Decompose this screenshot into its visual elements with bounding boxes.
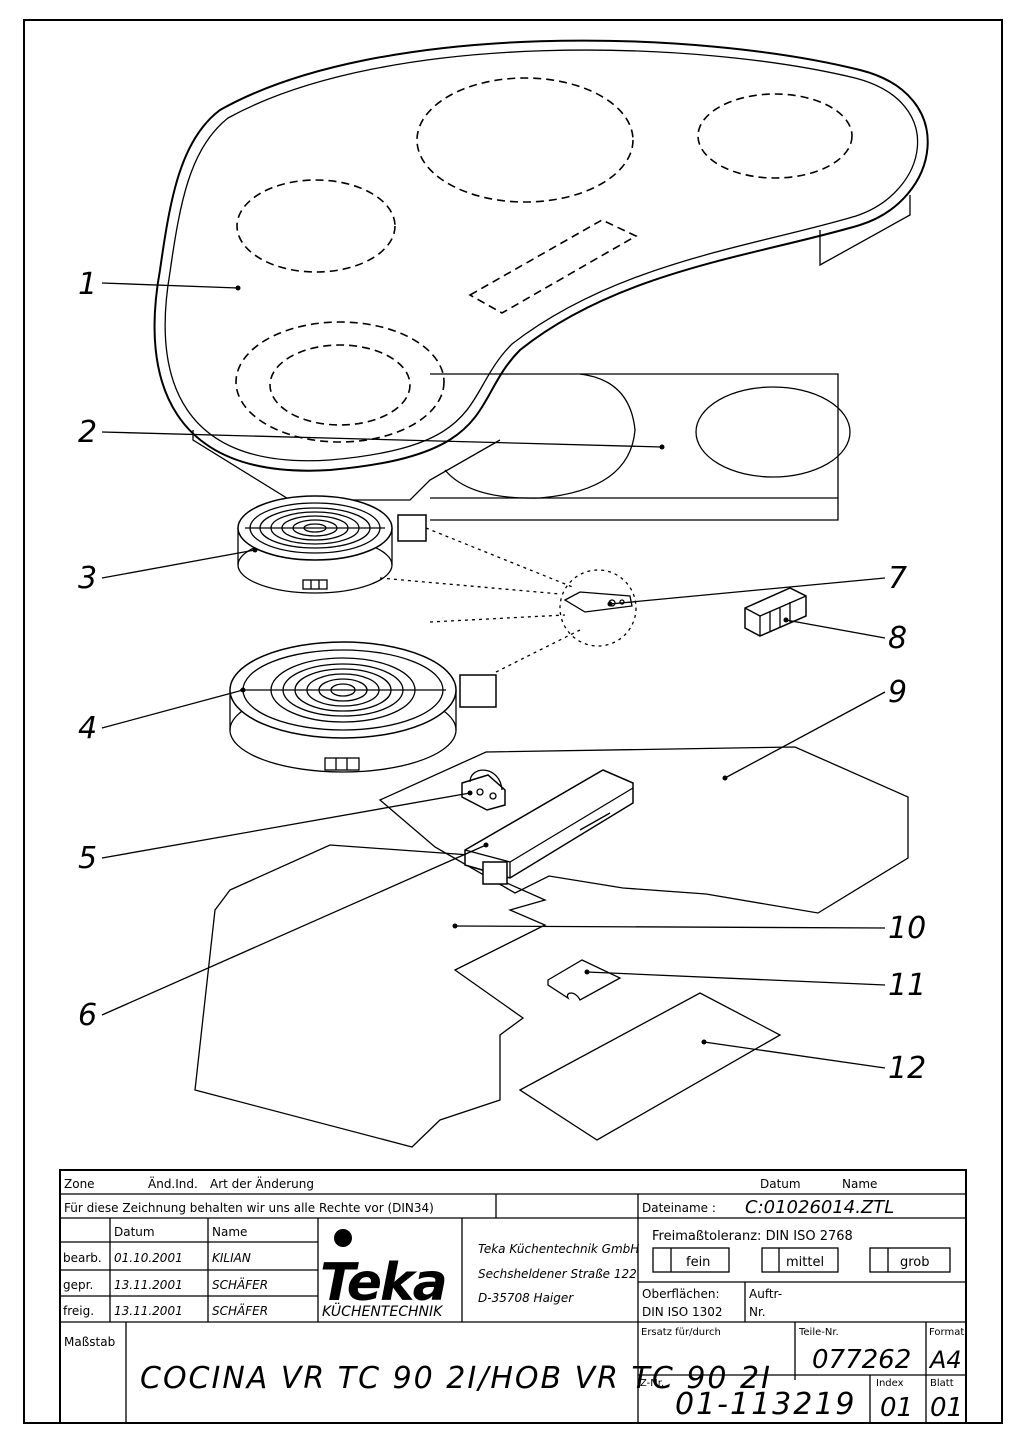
format-value: A4	[928, 1346, 962, 1374]
replacement-label: Ersatz für/durch	[641, 1327, 721, 1338]
part-8-terminal-block	[744, 587, 807, 637]
col-date-label: Datum	[114, 1225, 155, 1239]
part-12-bottom-plate	[518, 992, 782, 1141]
col-name-label: Name	[212, 1225, 247, 1239]
callout-6: 6	[78, 998, 97, 1033]
index-value: 01	[880, 1393, 913, 1423]
scale-label: Maßstab	[64, 1335, 115, 1349]
row-label-freig: freig.	[63, 1304, 94, 1318]
change-type-label: Art der Änderung	[210, 1176, 314, 1191]
logo-subtext: KÜCHENTECHNIK	[322, 1302, 444, 1320]
row-name-bearb: KILIAN	[212, 1251, 251, 1265]
part-2-base-plate	[430, 373, 851, 521]
sheet-no-label: Blatt	[930, 1378, 954, 1389]
change-index-label: Änd.Ind.	[148, 1176, 198, 1191]
order-label-1: Auftr-	[749, 1287, 782, 1301]
filename-label: Dateiname :	[642, 1201, 716, 1215]
format-label: Format	[929, 1327, 964, 1338]
callout-10: 10	[888, 911, 926, 946]
part-1-hob-glass	[153, 39, 929, 501]
callout-2: 2	[78, 415, 97, 450]
row-name-freig: SCHÄFER	[212, 1303, 268, 1318]
callout-7: 7	[888, 561, 907, 596]
rights-notice: Für diese Zeichnung behalten wir uns all…	[64, 1201, 434, 1215]
part-no-value: 077262	[812, 1345, 911, 1375]
index-label: Index	[876, 1378, 904, 1389]
drawing-title: COCINA VR TC 90 2I/HOB VR TC 90 2I	[140, 1361, 772, 1396]
callout-12: 12	[888, 1051, 926, 1086]
logo-text: Teka	[320, 1253, 446, 1313]
tolerance-fein: fein	[686, 1255, 710, 1270]
callout-4: 4	[78, 711, 97, 746]
callout-numbers: 1 2 3 4 5 6 7 8 9 10 11 12	[78, 267, 926, 1086]
company-line-2: Sechsheldener Straße 122	[478, 1267, 637, 1281]
zone-label: Zone	[64, 1177, 95, 1191]
order-label-2: Nr.	[749, 1305, 766, 1319]
part-10-insulation-sheet	[194, 844, 547, 1148]
part-4-radiant-heater-large	[229, 641, 497, 773]
part-no-label: Teile-Nr.	[798, 1327, 839, 1338]
row-label-gepr: gepr.	[63, 1278, 93, 1292]
name-label: Name	[842, 1177, 877, 1191]
part-9-insulation-sheet	[378, 746, 909, 914]
filename-value: C:01026014.ZTL	[745, 1197, 894, 1218]
row-label-bearb: bearb.	[63, 1251, 102, 1265]
callout-1: 1	[78, 267, 97, 302]
callout-3: 3	[78, 561, 97, 596]
callout-8: 8	[888, 621, 907, 656]
teka-logo: Teka KÜCHENTECHNIK	[320, 1229, 448, 1320]
tolerance-label: Freimaßtoleranz: DIN ISO 2768	[652, 1229, 853, 1244]
sheet-no-value: 01	[930, 1393, 963, 1423]
title-block: Zone Änd.Ind. Art der Änderung Datum Nam…	[59, 1169, 967, 1424]
row-date-gepr: 13.11.2001	[114, 1278, 183, 1292]
connection-lines	[379, 527, 637, 673]
part-6-control-board	[464, 769, 634, 885]
callout-11: 11	[888, 968, 926, 1003]
row-date-bearb: 01.10.2001	[114, 1251, 183, 1265]
leader-lines	[101, 282, 886, 1069]
part-5-sensor	[461, 769, 506, 811]
callout-5: 5	[78, 841, 97, 876]
tolerance-grob: grob	[900, 1255, 930, 1270]
part-11-pad	[547, 959, 622, 1001]
surface-label-2: DIN ISO 1302	[642, 1305, 723, 1319]
row-date-freig: 13.11.2001	[114, 1304, 183, 1318]
drawing-no-value: 01-113219	[675, 1387, 857, 1422]
drawing-no-label: Z-Nr.	[640, 1378, 664, 1389]
tolerance-mittel: mittel	[786, 1255, 824, 1270]
part-3-radiant-heater-small	[237, 495, 427, 594]
callout-9: 9	[888, 675, 907, 710]
row-name-gepr: SCHÄFER	[212, 1277, 268, 1292]
surface-label-1: Oberflächen:	[642, 1287, 720, 1301]
company-line-3: D-35708 Haiger	[478, 1291, 574, 1305]
company-line-1: Teka Küchentechnik GmbH	[478, 1242, 639, 1256]
date-label: Datum	[760, 1177, 801, 1191]
part-7-bracket	[563, 591, 633, 613]
